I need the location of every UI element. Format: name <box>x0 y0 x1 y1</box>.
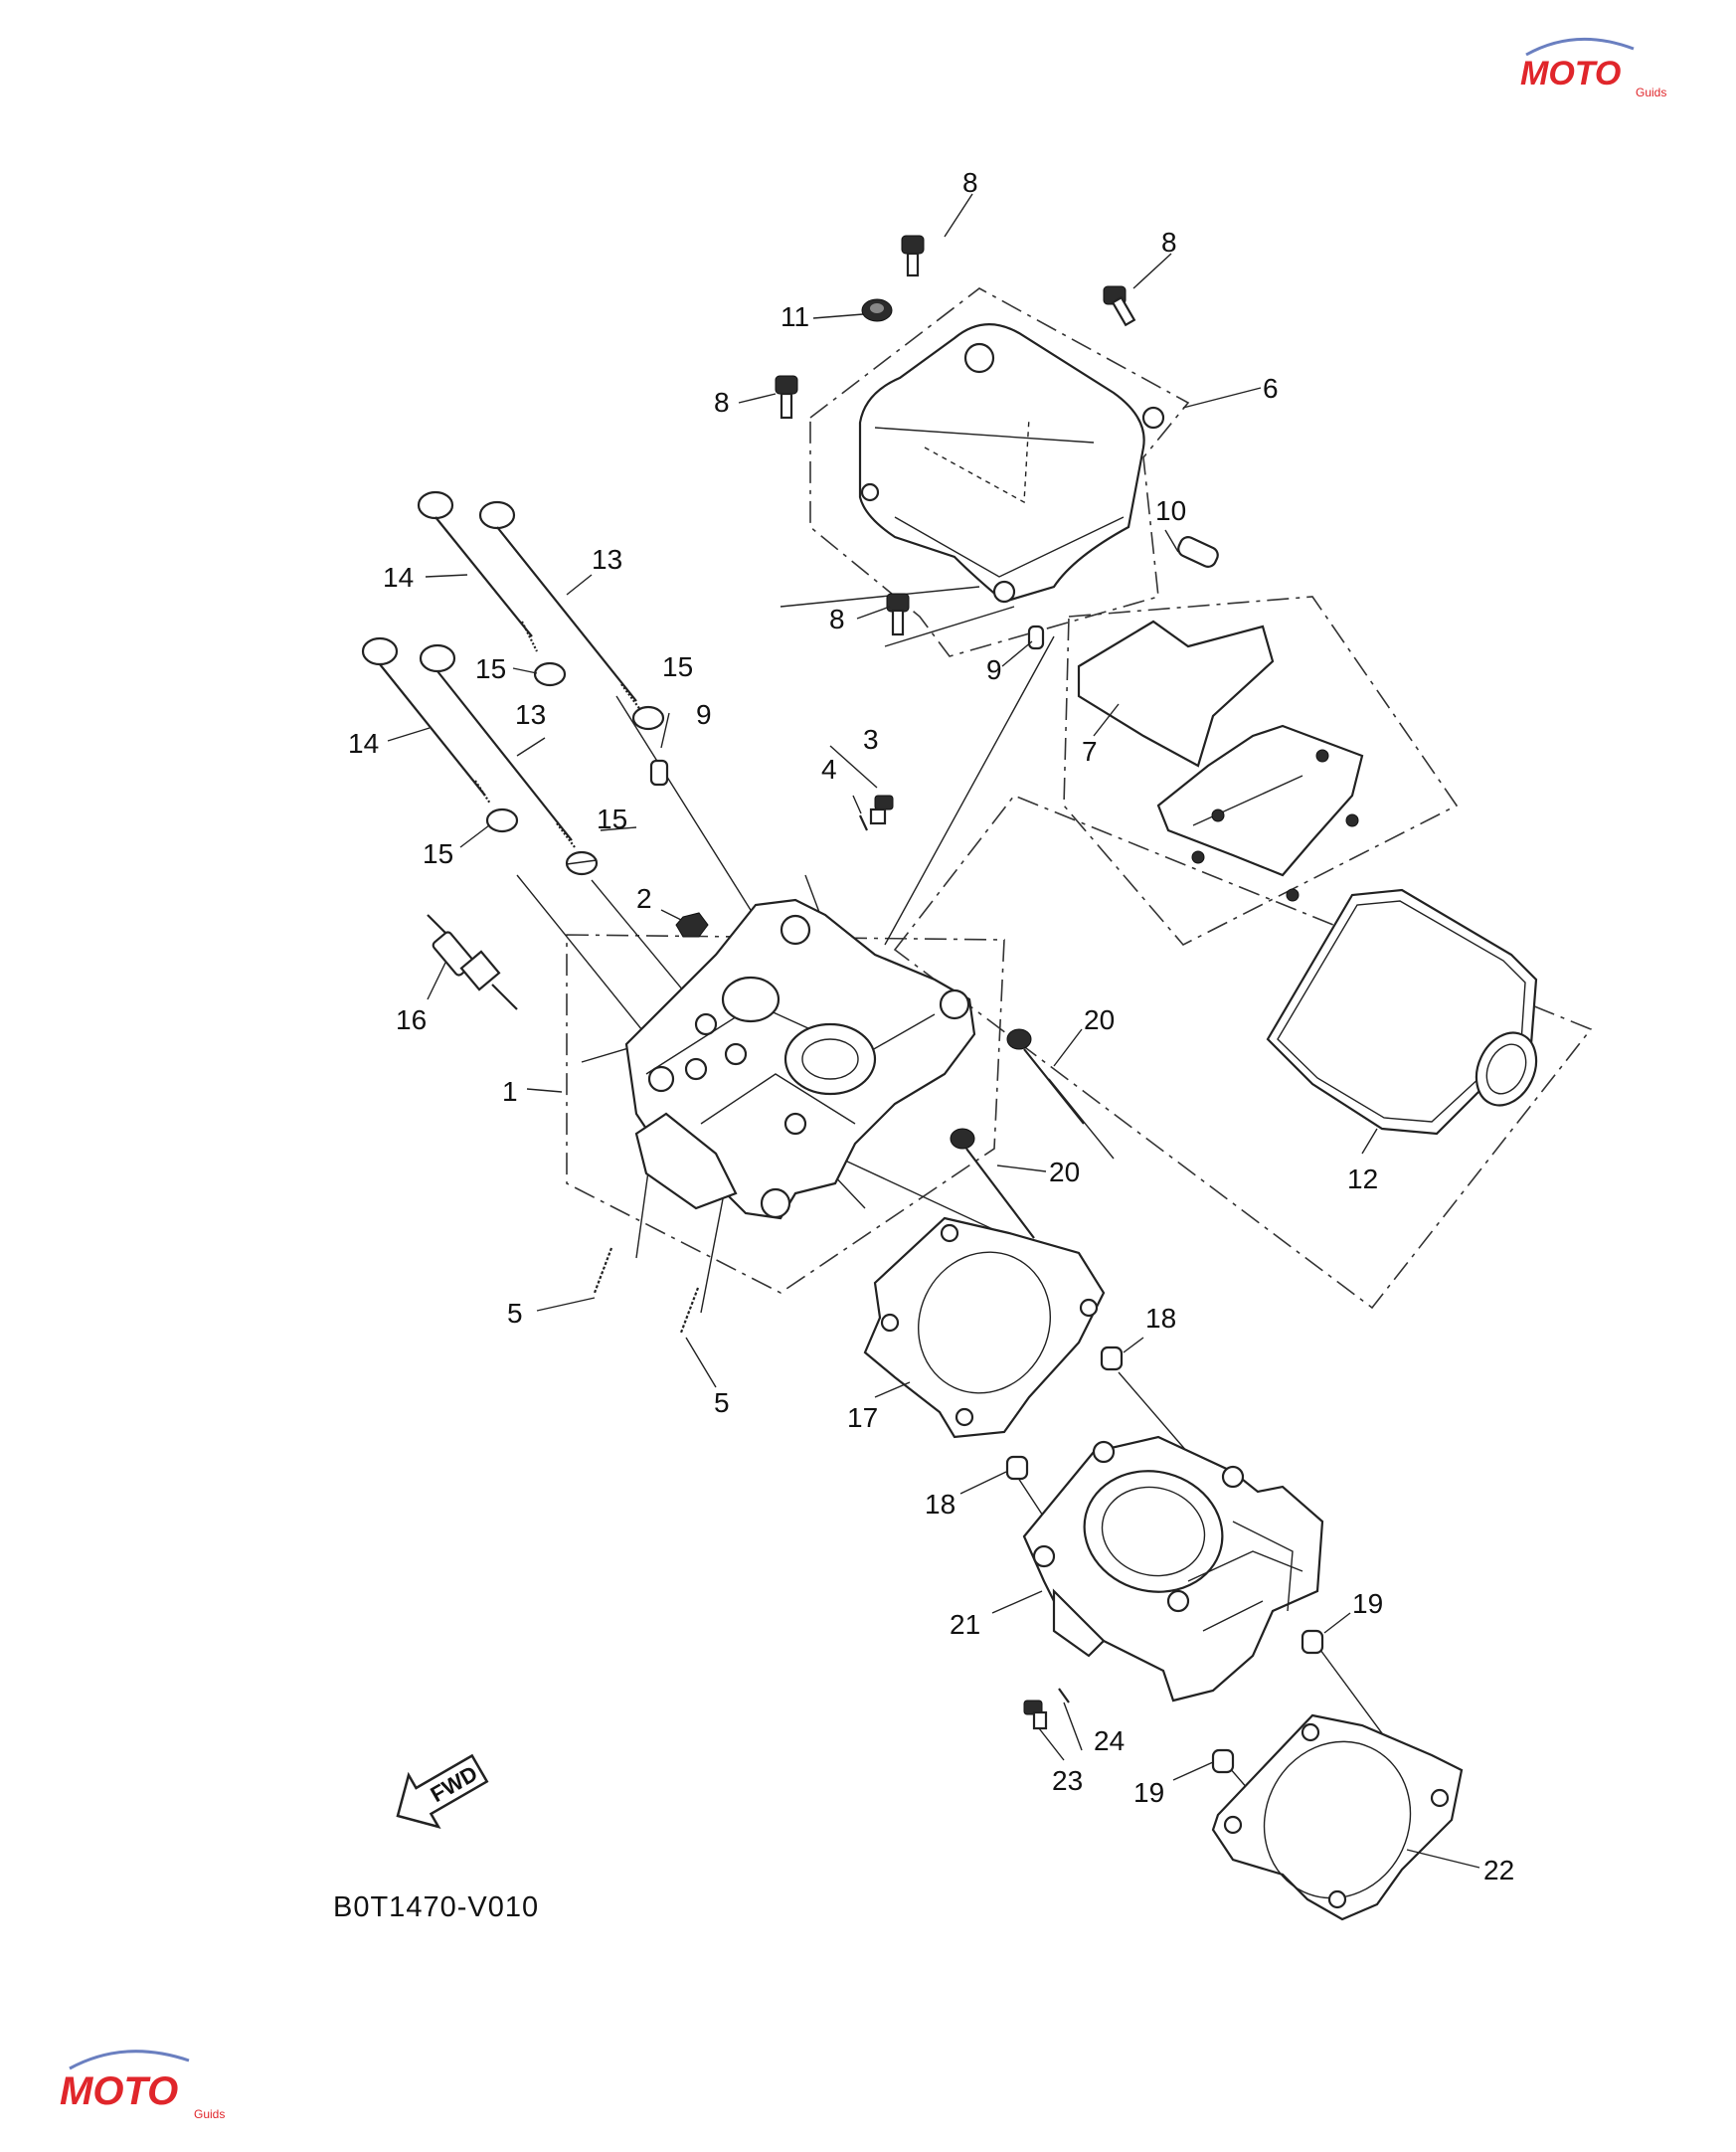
callout-9-upper: 9 <box>986 654 1002 685</box>
dowel-9-upper <box>1027 625 1045 650</box>
callout-22: 22 <box>1483 1855 1514 1885</box>
bolt-20-lower <box>950 1128 1035 1239</box>
head-cover-group-boundary <box>809 287 1190 657</box>
plug-bolt <box>869 795 894 825</box>
spark-plug <box>427 914 518 1010</box>
callout-8-right: 8 <box>1161 227 1177 258</box>
callout-16: 16 <box>396 1004 427 1035</box>
head-cover-gasket <box>1266 888 1538 1136</box>
breather-plate <box>1077 620 1364 902</box>
cylinder-block <box>1022 1435 1324 1703</box>
callout-20-lower: 20 <box>1049 1157 1080 1187</box>
callout-21: 21 <box>950 1609 980 1640</box>
swoosh-icon <box>1525 37 1635 57</box>
watermark-logo-top: MOTO Guids <box>1520 37 1666 99</box>
callout-15-d: 15 <box>597 804 627 834</box>
washer-15-d <box>565 850 599 876</box>
callout-19-lower: 19 <box>1133 1777 1164 1808</box>
watermark-subtext: Guids <box>194 2107 225 2121</box>
callout-10: 10 <box>1155 495 1186 526</box>
stud-5-left <box>593 1247 613 1294</box>
callout-2: 2 <box>636 883 652 914</box>
callout-15-c: 15 <box>423 838 453 869</box>
cylinder-head-group-boundary <box>566 934 1005 1294</box>
o-ring <box>859 814 868 831</box>
callout-15-b: 15 <box>662 651 693 682</box>
bolt-cover-left <box>775 375 798 420</box>
cylinder-head-cover <box>858 323 1165 604</box>
bolt-cover-bottom <box>886 593 910 636</box>
callout-20-upper: 20 <box>1084 1004 1115 1035</box>
bolt-cover-top <box>901 235 925 277</box>
stud-bolt-13-upper <box>478 500 642 712</box>
callout-8-bottom: 8 <box>829 604 845 634</box>
stud-bolt-14-lower <box>361 636 491 805</box>
callout-1: 1 <box>502 1076 518 1107</box>
callout-12: 12 <box>1347 1164 1378 1194</box>
dowel-18-lower <box>1005 1455 1029 1481</box>
cylinder-head <box>624 898 976 1220</box>
callout-14-lower: 14 <box>348 728 379 759</box>
callout-19-upper: 19 <box>1352 1588 1383 1619</box>
cylinder-head-gasket <box>863 1216 1106 1439</box>
callout-13-upper: 13 <box>592 544 622 575</box>
breather-plate-boundary <box>1063 596 1459 946</box>
callout-5-left: 5 <box>507 1298 523 1329</box>
callout-13-lower: 13 <box>515 699 546 730</box>
callout-8-top: 8 <box>962 167 978 198</box>
watermark-logo-bottom: MOTO Guids <box>60 2050 225 2121</box>
o-ring-24 <box>1058 1688 1070 1704</box>
callout-6: 6 <box>1263 373 1279 404</box>
washer-15-b <box>631 705 665 731</box>
dowel-9-lower <box>649 759 669 787</box>
dowel-19-lower <box>1211 1748 1235 1774</box>
watermark-subtext: Guids <box>1636 86 1666 99</box>
grommet <box>861 298 893 322</box>
watermark-text: MOTO <box>60 2069 178 2113</box>
callout-24: 24 <box>1094 1725 1125 1756</box>
dowel-pin <box>1177 536 1219 568</box>
callout-17: 17 <box>847 1402 878 1433</box>
callout-18-lower: 18 <box>925 1489 955 1520</box>
bolt-cover-right <box>1103 285 1136 327</box>
cylinder-base-gasket <box>1211 1713 1464 1921</box>
watermark-text: MOTO <box>1520 55 1621 92</box>
callout-14-upper: 14 <box>383 562 414 593</box>
callout-23: 23 <box>1052 1765 1083 1796</box>
callout-3: 3 <box>863 724 879 755</box>
dowel-19-upper <box>1301 1629 1324 1655</box>
callout-8-left: 8 <box>714 387 730 418</box>
check-bolt <box>1023 1700 1048 1730</box>
callout-11: 11 <box>781 301 809 332</box>
callout-7: 7 <box>1082 736 1098 767</box>
swoosh-icon <box>69 2050 190 2070</box>
diagram-code: B0T1470-V010 <box>333 1891 539 1923</box>
callout-labels: 1 2 3 4 5 5 6 7 8 8 8 8 9 9 10 11 12 13 … <box>348 167 1514 1885</box>
washer-15-c <box>485 807 519 833</box>
washer-15-a <box>533 661 567 687</box>
stud-bolt-13-lower <box>419 643 576 848</box>
callout-4: 4 <box>821 754 837 785</box>
callout-18-upper: 18 <box>1145 1303 1176 1334</box>
callout-5-right: 5 <box>714 1387 730 1418</box>
stud-bolt-14-upper <box>417 490 538 652</box>
callout-9-lower: 9 <box>696 699 712 730</box>
dowel-18-upper <box>1100 1345 1124 1371</box>
callout-15-a: 15 <box>475 653 506 684</box>
callout-leaders <box>387 193 1480 1869</box>
arrow-icon <box>396 1753 489 1829</box>
stud-5-right <box>679 1287 700 1334</box>
nut <box>675 912 709 938</box>
gasket-group-boundary <box>893 795 1593 1310</box>
bolt-20-upper <box>1006 1028 1085 1125</box>
fwd-arrow: FWD <box>396 1753 489 1829</box>
